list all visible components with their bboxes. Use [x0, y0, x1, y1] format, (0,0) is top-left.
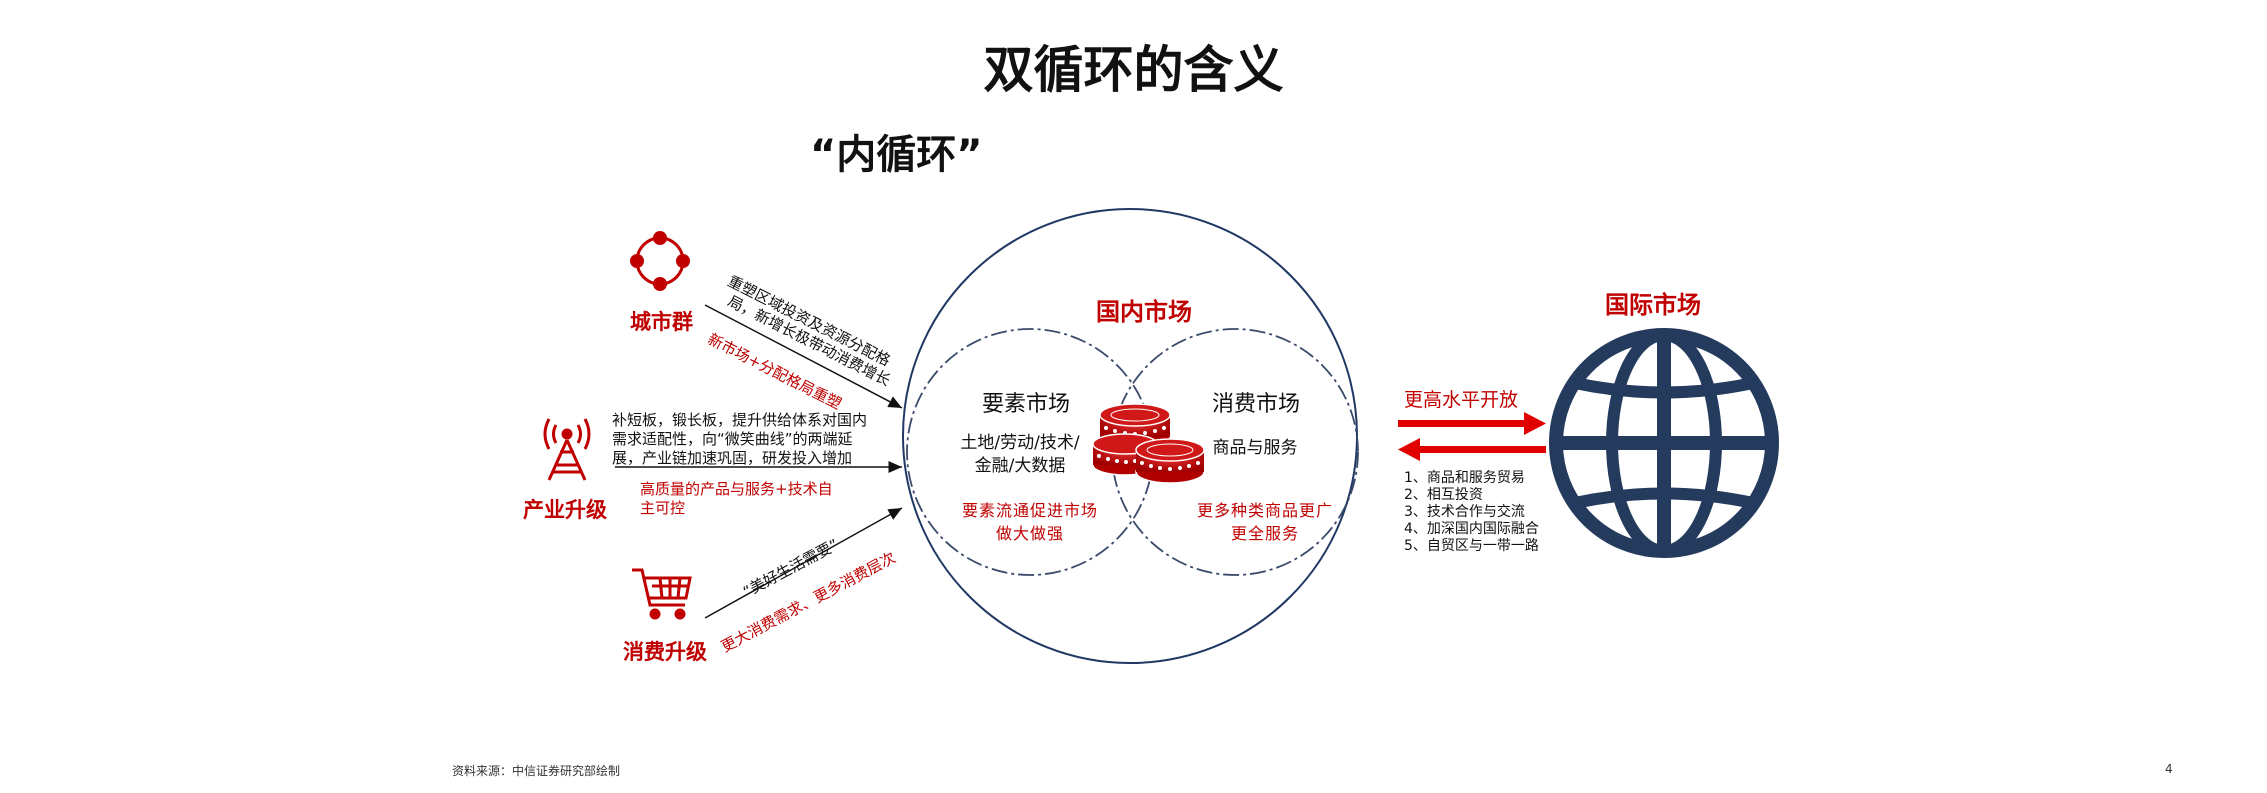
consumer-market-text: 商品与服务	[1212, 438, 1298, 458]
openness-item: 2、相互投资	[1404, 487, 1483, 503]
domestic-market-title: 国内市场	[1096, 298, 1192, 326]
driver-label-consumption-upgrade: 消费升级	[623, 640, 707, 664]
city-cluster-icon	[630, 231, 690, 291]
page-subtitle: “内循环”	[810, 132, 983, 178]
arrow-to-international	[1398, 412, 1546, 435]
factor-market-red-1: 要素流通促进市场	[961, 501, 1098, 520]
arrow-to-domestic	[1398, 438, 1546, 461]
tower-icon	[543, 418, 591, 481]
consumer-market-red-2: 更全服务	[1230, 524, 1299, 543]
page-title: 双循环的含义	[983, 41, 1284, 99]
factor-market-text-2: 金融/大数据	[974, 456, 1066, 476]
openness-label: 更高水平开放	[1404, 389, 1519, 411]
driver-desc-industry-upgrade-1: 补短板，锻长板，提升供给体系对国内	[612, 411, 868, 429]
driver-desc-industry-upgrade-3: 展，产业链加速巩固，研发投入增加	[612, 449, 853, 467]
driver-label-city-cluster: 城市群	[630, 310, 693, 334]
openness-item: 1、商品和服务贸易	[1404, 470, 1525, 486]
driver-desc-industry-upgrade-2: 需求适配性，向“微笑曲线”的两端延	[612, 430, 853, 448]
openness-list: 1、商品和服务贸易 2、相互投资 3、技术合作与交流 4、加深国内国际融合 5、…	[1404, 470, 1539, 555]
openness-item: 3、技术合作与交流	[1404, 504, 1525, 520]
globe-icon	[1549, 328, 1779, 558]
driver-label-industry-upgrade: 产业升级	[523, 498, 607, 522]
factor-market-text-1: 土地/劳动/技术/	[960, 433, 1080, 453]
arrow-consumption-upgrade	[704, 507, 903, 619]
source-note: 资料来源：中信证券研究部绘制	[452, 764, 621, 778]
international-market-title: 国际市场	[1605, 291, 1701, 319]
factor-market-red-2: 做大做强	[995, 524, 1064, 543]
arrow-city-cluster	[704, 304, 903, 409]
openness-item: 5、自贸区与一带一路	[1404, 538, 1539, 554]
factor-market-title: 要素市场	[982, 392, 1071, 417]
page-number: 4	[2165, 762, 2173, 776]
shopping-cart-icon	[632, 568, 692, 620]
consumer-market-red-1: 更多种类商品更广	[1196, 501, 1333, 520]
driver-red-industry-upgrade-2: 主可控	[640, 499, 686, 517]
openness-item: 4、加深国内国际融合	[1404, 521, 1539, 537]
consumer-market-title: 消费市场	[1212, 392, 1301, 417]
driver-red-industry-upgrade-1: 高质量的产品与服务+技术自	[640, 480, 833, 498]
coins-icon	[1092, 403, 1205, 484]
